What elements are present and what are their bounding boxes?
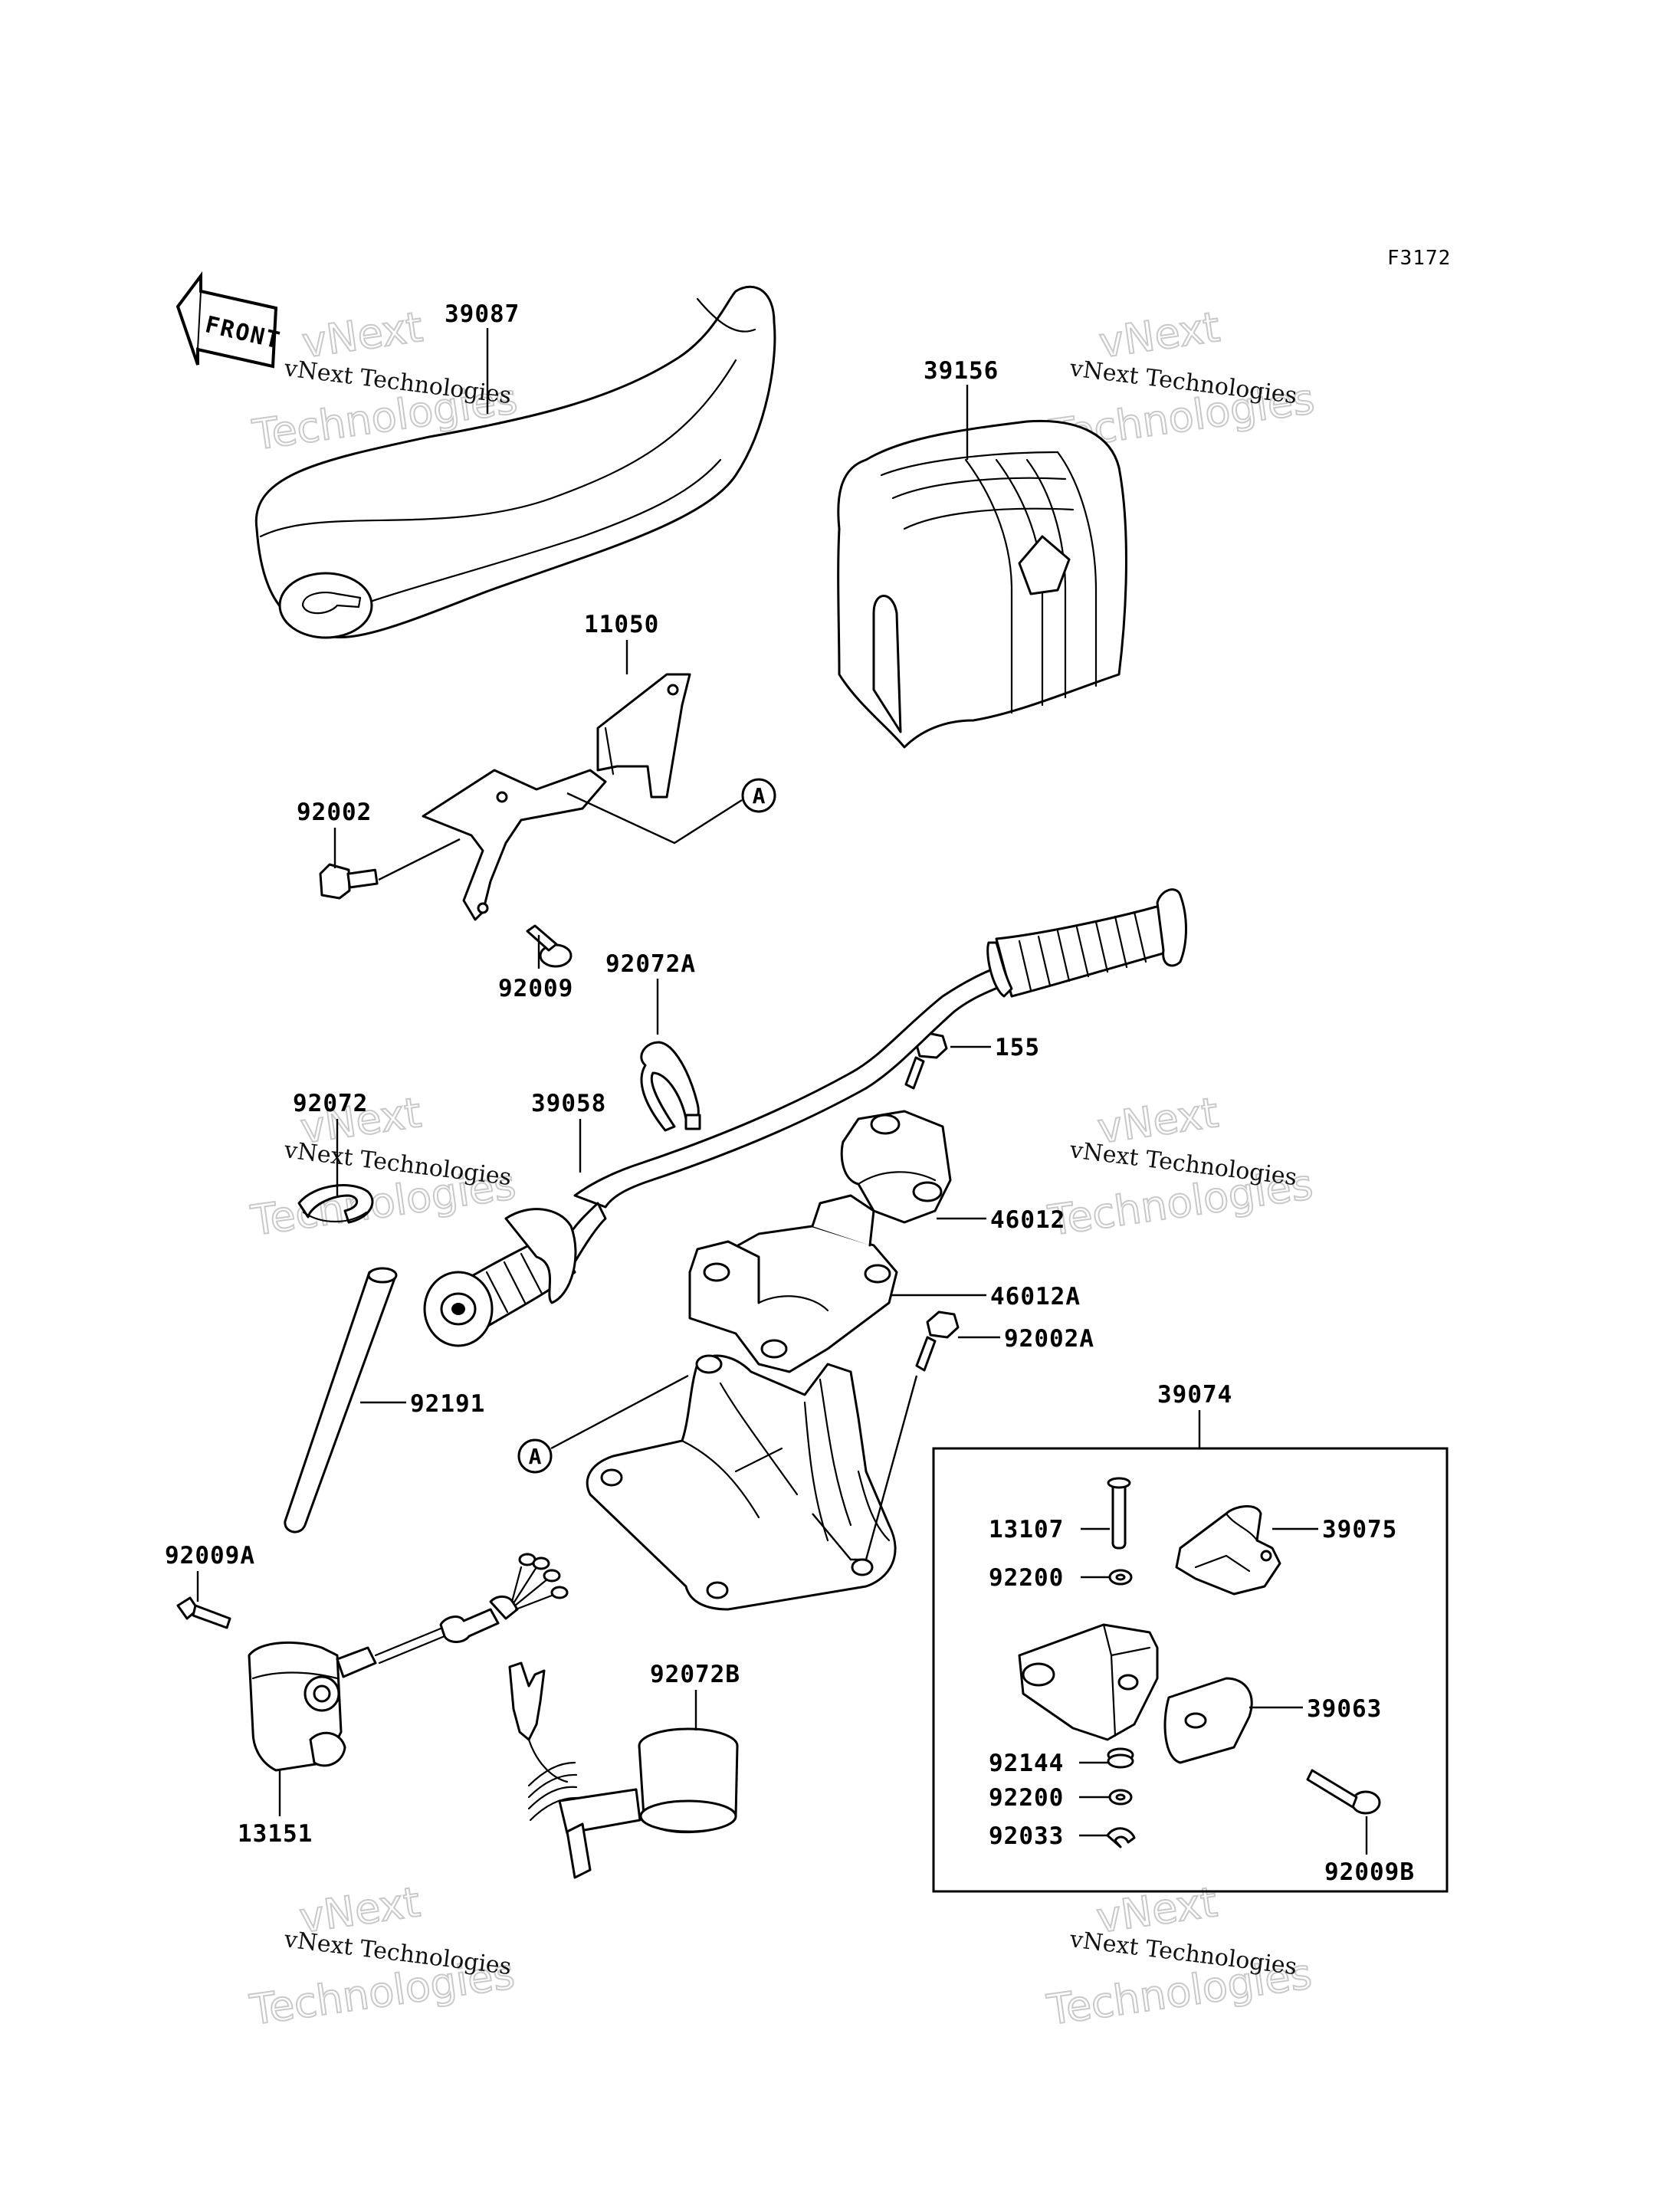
svg-text:vNext: vNext [1096, 303, 1222, 367]
spring-92144 [1107, 1747, 1134, 1769]
pin-13107 [1107, 1477, 1131, 1550]
svg-text:A: A [753, 783, 766, 809]
washer-92200-top [1108, 1569, 1133, 1586]
figure-code: F3172 [1387, 247, 1451, 270]
screw-92009B [1306, 1769, 1381, 1815]
handlebar-39058 [423, 888, 1187, 1347]
label-92002: 92002 [297, 799, 372, 826]
washer-92200-bottom [1108, 1789, 1133, 1806]
label-11050: 11050 [584, 611, 659, 638]
lanyard-clip [508, 1661, 592, 1879]
label-13151: 13151 [238, 1820, 313, 1848]
ref-marker-a-top: A [741, 778, 776, 813]
ref-marker-a-bottom: A [517, 1438, 553, 1474]
screw-92009A [176, 1596, 231, 1629]
label-92200-top: 92200 [989, 1564, 1064, 1592]
band-92072A [640, 1041, 701, 1132]
label-13107: 13107 [989, 1516, 1064, 1543]
svg-text:vNext: vNext [299, 303, 425, 367]
lever-39075 [1175, 1505, 1281, 1596]
bracket-11050 [422, 673, 691, 921]
cap-39063 [1163, 1677, 1253, 1764]
label-39074: 39074 [1157, 1381, 1232, 1409]
front-arrow-icon: FRONT [176, 271, 284, 369]
label-92002A: 92002A [1004, 1325, 1094, 1353]
throttle-case [1018, 1623, 1159, 1741]
clamp-92072B [558, 1727, 739, 1835]
label-92009: 92009 [498, 975, 573, 1002]
bolt-92002 [319, 863, 379, 900]
lower-clamp-46012A [688, 1194, 898, 1373]
label-46012A: 46012A [990, 1283, 1081, 1310]
screw-92009 [526, 924, 573, 968]
bolt-92002A [915, 1310, 960, 1372]
label-39087: 39087 [445, 300, 520, 328]
handle-pole-base [586, 1354, 897, 1611]
label-39058: 39058 [531, 1090, 606, 1117]
label-92033: 92033 [989, 1822, 1064, 1850]
handle-pad-cover-39087 [254, 285, 776, 639]
label-39156: 39156 [924, 357, 999, 385]
tube-92191 [284, 1267, 398, 1533]
label-92191: 92191 [410, 1390, 485, 1418]
upper-clamp-46012 [840, 1110, 952, 1224]
label-92009B: 92009B [1324, 1858, 1415, 1886]
switch-assembly-13151 [248, 1553, 569, 1772]
label-92200-bottom: 92200 [989, 1784, 1064, 1812]
label-46012: 46012 [990, 1206, 1065, 1234]
clip-92033 [1106, 1827, 1136, 1848]
part-labels: 39087 39156 11050 92002 92009 92072A 155… [165, 300, 1415, 1886]
label-92072: 92072 [293, 1090, 368, 1117]
label-92009A: 92009A [165, 1542, 255, 1570]
label-39063: 39063 [1307, 1695, 1382, 1723]
label-92144: 92144 [989, 1750, 1064, 1777]
label-92072A: 92072A [605, 950, 696, 978]
label-92072B: 92072B [650, 1661, 740, 1688]
svg-text:A: A [529, 1444, 542, 1469]
leader-lines [196, 328, 1368, 1855]
kit-box-39074 [932, 1447, 1449, 1893]
handle-cover-boot-39156 [837, 419, 1127, 749]
label-155: 155 [995, 1034, 1040, 1061]
label-39075: 39075 [1322, 1516, 1397, 1543]
band-92072 [297, 1184, 374, 1224]
